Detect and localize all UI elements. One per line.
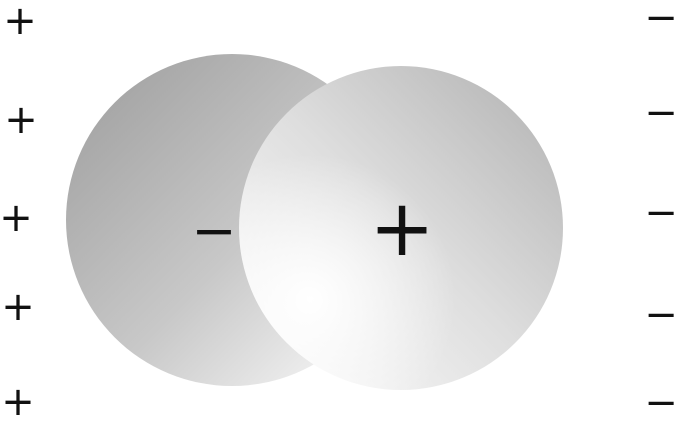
- right-plate-charge: −: [644, 190, 677, 236]
- right-plate-charges: − − − − −: [644, 0, 677, 422]
- negative-sphere-label: −: [191, 199, 236, 262]
- right-plate-charge: −: [644, 292, 677, 338]
- left-plate-charge: +: [1, 284, 35, 330]
- right-plate-charge: −: [644, 90, 677, 136]
- left-plate-charge: +: [4, 97, 38, 143]
- right-plate-charge: −: [644, 380, 677, 422]
- right-plate-charge: −: [644, 0, 677, 41]
- left-plate-charge: +: [0, 195, 33, 241]
- left-plate-charge: +: [3, 0, 37, 44]
- positive-sphere-label: +: [369, 184, 434, 274]
- left-plate-charge: +: [1, 379, 35, 422]
- left-plate-charges: + + + + +: [0, 0, 38, 422]
